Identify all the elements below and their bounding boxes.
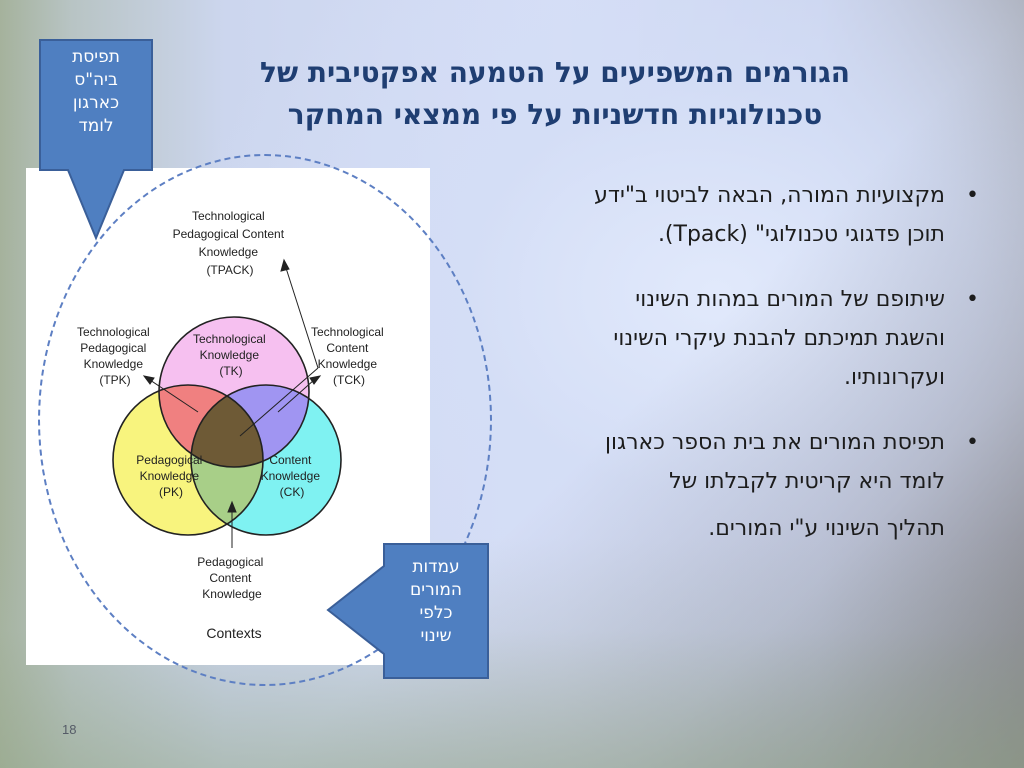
- tpk-label-line: Technological: [77, 325, 150, 339]
- ck-outline: [190, 384, 342, 536]
- contexts-label: Contexts: [206, 625, 261, 641]
- ck-label-line: (CK): [280, 485, 305, 499]
- tpack-label-line: Pedagogical Content: [173, 227, 285, 241]
- bullet-line: והשגת תמיכתם להבנת עיקרי השינוי: [613, 326, 945, 351]
- tpack-leader-1: [285, 267, 319, 369]
- tpk-leader-arrowhead: [142, 375, 155, 385]
- slide-title-line: טכנולוגיות חדשניות על פי ממצאי המחקר: [287, 98, 823, 131]
- bullet-line: ועקרונותיו.: [844, 365, 945, 390]
- bullet-line: לומד היא קריטית לקבלתו של: [669, 469, 945, 494]
- slide-title-line: הגורמים המשפיעים על הטמעה אפקטיבית של: [259, 56, 851, 89]
- left-arrow-callout-shape: [326, 543, 489, 679]
- callout-line: תפיסת: [72, 47, 120, 67]
- tk-label: Technological Knowledge (TK): [193, 332, 269, 378]
- tck-leader-arrowhead: [309, 375, 322, 385]
- tpk-label: Technological Pedagogical Knowledge (TPK…: [77, 325, 153, 387]
- tpack-clip-outer: [191, 385, 263, 467]
- tck-label-line: Technological: [311, 325, 384, 339]
- down-arrow-callout-shape: [39, 39, 153, 241]
- bullet-item: שיתופם של המורים במהות השינוי והשגת תמיכ…: [440, 280, 985, 397]
- callout-learning-org: תפיסת ביה"ס כארגון לומד: [38, 38, 156, 242]
- ck-label: Content Knowledge (CK): [261, 453, 324, 499]
- pk-label-line: (PK): [159, 485, 183, 499]
- tpk-label-line: (TPK): [99, 373, 130, 387]
- ck-label-line: Content: [269, 453, 312, 467]
- leader-lines: [142, 258, 322, 548]
- pk-label-line: Knowledge: [140, 469, 200, 483]
- bullet-line: שיתופם של המורים במהות השינוי: [635, 287, 945, 312]
- tk-outline: [158, 316, 310, 468]
- tk-label-line: Knowledge: [200, 348, 260, 362]
- tpack-clip-inner: [191, 385, 263, 467]
- tpack-label-line: (TPACK): [206, 263, 253, 277]
- callout-line: עמדות: [412, 557, 460, 577]
- callout-line: שינוי: [420, 626, 452, 646]
- tpack-region: [191, 385, 263, 467]
- tck-label-line: Content: [326, 341, 369, 355]
- pck-label: Pedagogical Content Knowledge: [197, 555, 266, 601]
- callout-line: כארגון: [72, 93, 120, 113]
- pck-label-line: Pedagogical: [197, 555, 263, 569]
- callout-teacher-attitudes-text: עמדות המורים כלפי שינוי: [386, 556, 486, 648]
- bullet-line: תוכן פדגוגי טכנולוגי" (Tpack).: [657, 222, 945, 247]
- page-number: 18: [62, 722, 77, 737]
- pk-label: Pedagogical Knowledge (PK): [136, 453, 205, 499]
- callout-line: כלפי: [419, 603, 453, 623]
- bullet-line: מקצועיות המורה, הבאה לביטוי ב"ידע: [594, 183, 945, 208]
- tpack-label: Technological Pedagogical Content Knowle…: [173, 209, 288, 277]
- tpk-leader: [149, 379, 199, 413]
- callout-line: ביה"ס: [74, 70, 118, 90]
- pck-leader-arrowhead: [227, 500, 237, 513]
- callout-learning-org-text: תפיסת ביה"ס כארגון לומד: [40, 46, 152, 138]
- tpack-leader-2: [239, 367, 319, 437]
- tpack-venn-svg: Technological Pedagogical Content Knowle…: [77, 209, 387, 641]
- tpack-label-line: Knowledge: [199, 245, 259, 259]
- tk-label-line: Technological: [193, 332, 266, 346]
- tck-leader: [277, 379, 315, 413]
- ck-label-line: Knowledge: [261, 469, 321, 483]
- tck-label: Technological Content Knowledge (TCK): [311, 325, 387, 387]
- callout-line: לומד: [78, 116, 114, 136]
- tpk-label-line: Pedagogical: [80, 341, 146, 355]
- tpk-label-line: Knowledge: [84, 357, 144, 371]
- callout-teacher-attitudes: עמדות המורים כלפי שינוי: [326, 542, 492, 682]
- pck-label-line: Knowledge: [202, 587, 262, 601]
- bullet-line: תפיסת המורים את בית הספר כארגון: [605, 430, 945, 455]
- tpack-label-line: Technological: [192, 209, 265, 223]
- pk-outline: [112, 384, 264, 536]
- bullet-list: מקצועיות המורה, הבאה לביטוי ב"ידע תוכן פ…: [440, 176, 985, 548]
- pk-label-line: Pedagogical: [136, 453, 202, 467]
- tck-label-line: (TCK): [333, 373, 365, 387]
- tck-label-line: Knowledge: [318, 357, 378, 371]
- callout-line: המורים: [410, 580, 462, 600]
- bullet-item: מקצועיות המורה, הבאה לביטוי ב"ידע תוכן פ…: [440, 176, 985, 254]
- bullet-item: תפיסת המורים את בית הספר כארגון לומד היא…: [440, 423, 985, 548]
- pck-label-line: Content: [209, 571, 252, 585]
- bullet-line: תהליך השינוי ע"י המורים.: [708, 516, 945, 541]
- venn-circles: [112, 316, 342, 536]
- tk-label-line: (TK): [219, 364, 242, 378]
- slide-title: הגורמים המשפיעים על הטמעה אפקטיבית של טכ…: [165, 52, 945, 136]
- tpack-leader-arrowhead: [280, 258, 290, 272]
